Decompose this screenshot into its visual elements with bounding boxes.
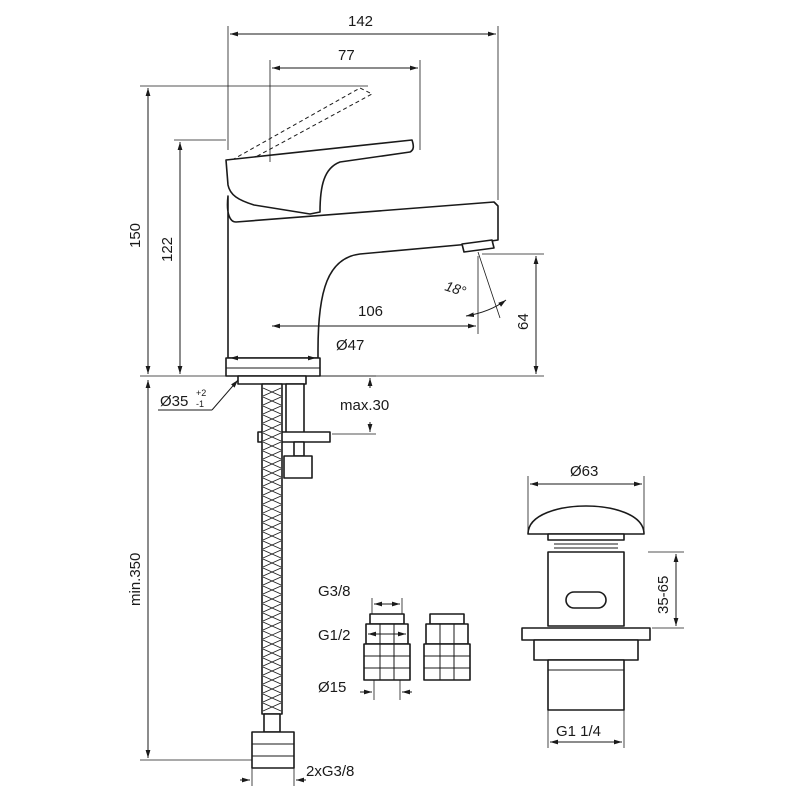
dim-hole-diameter: Ø35 bbox=[160, 393, 188, 410]
braided-hose bbox=[251, 383, 295, 769]
waste-thread: G1 1/4 bbox=[556, 723, 601, 740]
dim-hole-tol-minus: -1 bbox=[196, 399, 204, 409]
waste-height-range: 35-65 bbox=[655, 576, 672, 614]
dim-lever-reach: 77 bbox=[338, 47, 355, 64]
connector-right bbox=[423, 613, 471, 681]
connector-thread-inlet: G1/2 bbox=[318, 627, 351, 644]
connector-diameter: Ø15 bbox=[318, 679, 346, 696]
dimension-labels: 142 77 150 122 106 18° 64 Ø47 Ø35 +2 -1 … bbox=[127, 13, 672, 780]
connector-thread-outlet: G3/8 bbox=[318, 583, 351, 600]
dim-outlet-height: 64 bbox=[515, 313, 532, 330]
dim-spout-height: 122 bbox=[159, 237, 176, 262]
dim-hose-length: min.350 bbox=[127, 553, 144, 606]
mounting-kit bbox=[237, 375, 331, 479]
waste-valve bbox=[521, 505, 651, 711]
dim-spout-reach: 106 bbox=[358, 303, 383, 320]
dim-base-diameter: Ø47 bbox=[336, 337, 364, 354]
dim-deck-thickness: max.30 bbox=[340, 397, 389, 414]
dim-hose-thread: 2xG3/8 bbox=[306, 763, 354, 780]
connector-left bbox=[363, 613, 411, 681]
dim-total-width: 142 bbox=[348, 13, 373, 30]
hole-diameter-value: Ø35 bbox=[160, 393, 188, 410]
dim-outlet-angle: 18° bbox=[443, 278, 468, 300]
dim-hole-tol-plus: +2 bbox=[196, 388, 206, 398]
waste-diameter: Ø63 bbox=[570, 463, 598, 480]
dim-total-height: 150 bbox=[127, 223, 144, 248]
dimension-lines bbox=[140, 26, 684, 786]
faucet-body bbox=[225, 87, 499, 377]
